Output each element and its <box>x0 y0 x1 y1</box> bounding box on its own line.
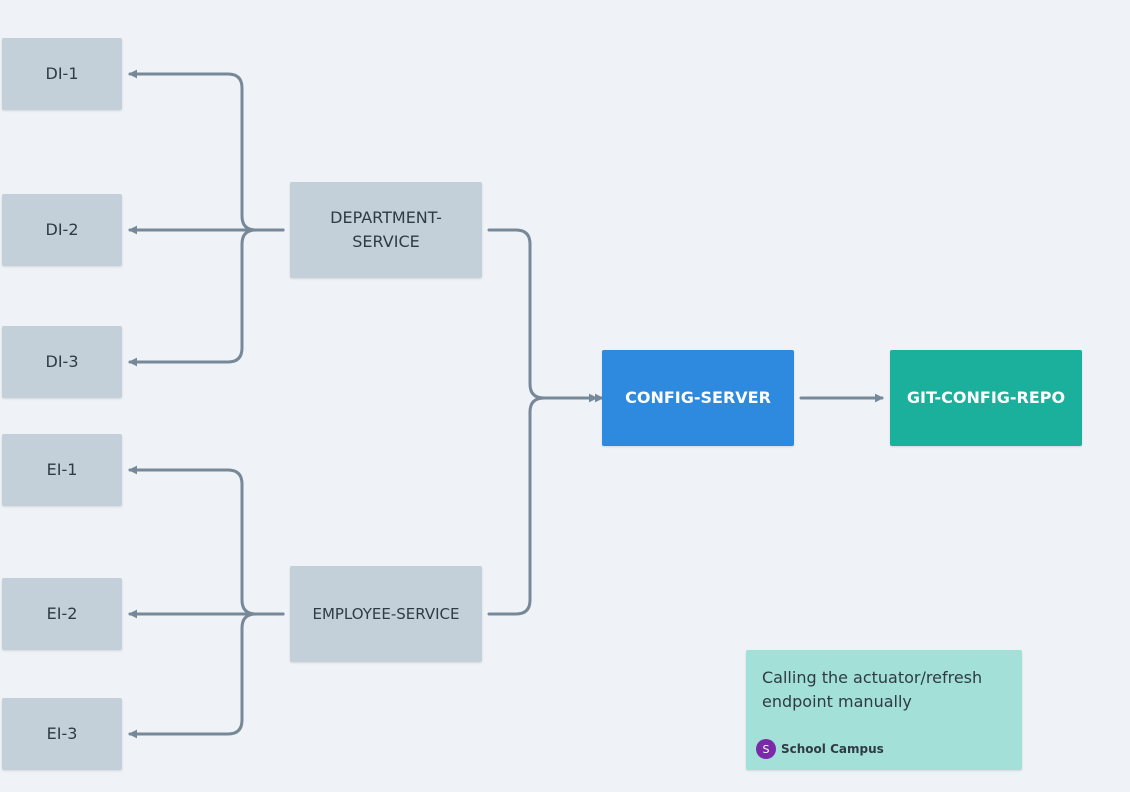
connector-department-to-di3 <box>128 228 285 367</box>
author-name: School Campus <box>781 742 884 756</box>
node-ei-1[interactable]: EI-1 <box>2 434 122 506</box>
node-config-server-label: CONFIG-SERVER <box>625 388 771 407</box>
node-di-2-label: DI-2 <box>45 220 79 239</box>
node-di-2[interactable]: DI-2 <box>2 194 122 266</box>
connector-employee-to-ei1 <box>128 465 285 616</box>
sticky-note-author: S School Campus <box>756 739 884 759</box>
node-di-1[interactable]: DI-1 <box>2 38 122 110</box>
node-employee-service[interactable]: EMPLOYEE-SERVICE <box>290 566 482 662</box>
node-ei-3[interactable]: EI-3 <box>2 698 122 770</box>
node-config-server[interactable]: CONFIG-SERVER <box>602 350 794 446</box>
node-git-config-repo-label: GIT-CONFIG-REPO <box>906 388 1066 407</box>
connector-employee-to-ei3 <box>128 612 285 739</box>
connector-employee-to-config <box>487 393 604 616</box>
node-department-service-label: DEPARTMENT-SERVICE <box>330 208 442 251</box>
node-ei-2[interactable]: EI-2 <box>2 578 122 650</box>
sticky-note[interactable]: Calling the actuator/refresh endpoint ma… <box>746 650 1022 770</box>
sticky-note-text: Calling the actuator/refresh endpoint ma… <box>762 668 983 711</box>
avatar: S <box>756 739 776 759</box>
node-di-3[interactable]: DI-3 <box>2 326 122 398</box>
node-ei-2-label: EI-2 <box>46 604 78 623</box>
node-di-3-label: DI-3 <box>45 352 79 371</box>
connector-department-to-di1 <box>128 69 285 232</box>
node-ei-3-label: EI-3 <box>46 724 78 743</box>
node-ei-1-label: EI-1 <box>46 460 78 479</box>
node-git-config-repo[interactable]: GIT-CONFIG-REPO <box>890 350 1082 446</box>
node-employee-service-label: EMPLOYEE-SERVICE <box>312 605 460 623</box>
connector-department-to-config <box>487 228 598 403</box>
node-di-1-label: DI-1 <box>45 64 79 83</box>
node-department-service[interactable]: DEPARTMENT-SERVICE <box>290 182 482 278</box>
